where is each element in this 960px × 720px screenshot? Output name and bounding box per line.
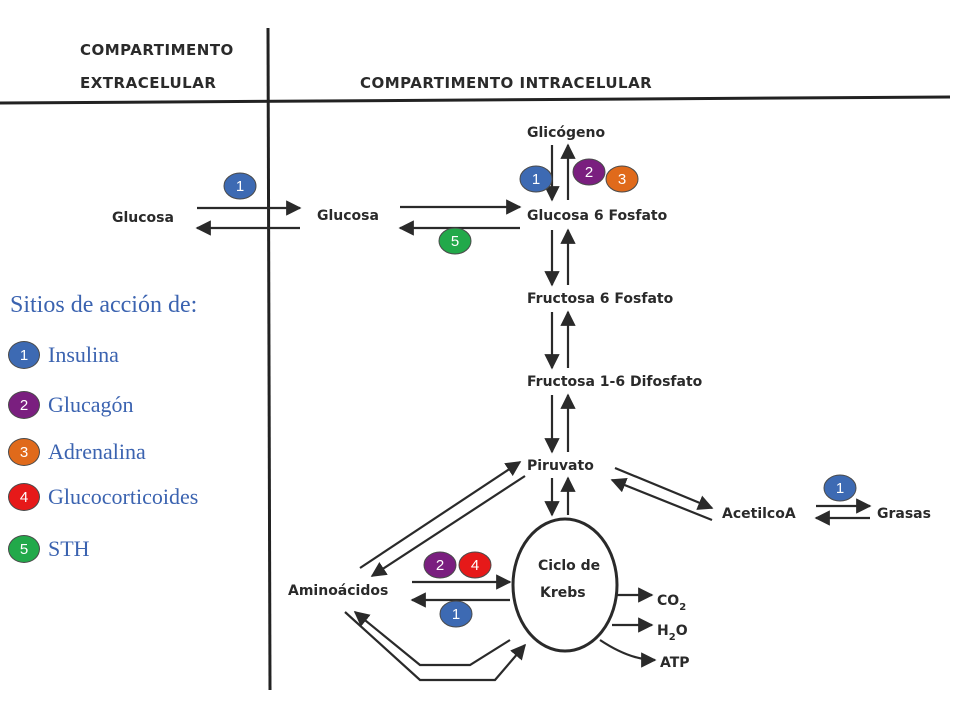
badge-amino-glucocorticoides: 4 [458,551,492,579]
legend-badge-5: 5 [8,535,40,563]
header-extracellular-line2: EXTRACELULAR [80,74,216,92]
svg-text:3: 3 [618,171,626,188]
arrow-aminoacidos-loop-to-krebs [344,611,527,682]
legend-badge-2: 2 [8,391,40,419]
legend-badge-1: 1 [8,341,40,369]
legend-badge-4: 4 [8,483,40,511]
legend-label-glucocorticoides: Glucocorticoides [48,484,199,509]
node-fructosa-1-6-difosfato: Fructosa 1-6 Difosfato [527,374,703,390]
legend-label-sth: STH [48,536,90,561]
vertical-divider [266,27,272,691]
legend-item-glucocorticoides: 4 Glucocorticoides [8,482,198,512]
arrow-acetilcoa-to-piruvato [610,477,713,522]
svg-text:1: 1 [532,171,540,188]
badge-glycogen-insulina: 1 [519,165,553,193]
badge-acetilcoa-insulina: 1 [823,474,857,502]
krebs-label-line1: Ciclo de [538,558,600,574]
badge-glycogen-adrenalina: 3 [605,165,639,193]
badge-amino-insulina: 1 [439,600,473,628]
arrow-piruvato-to-acetilcoa [614,466,714,510]
svg-text:1: 1 [452,606,460,623]
badge-glycogen-glucagon: 2 [572,158,606,186]
svg-text:1: 1 [236,178,244,195]
header-intracellular: COMPARTIMENTO INTRACELULAR [360,74,652,92]
badge-g6p-sth: 5 [438,227,472,255]
svg-text:2: 2 [585,164,593,181]
product-co2: CO2 [657,593,686,613]
legend-title: Sitios de acción de: [10,292,198,318]
arrow-aminoacidos-to-piruvato [359,461,522,569]
svg-text:4: 4 [471,557,479,574]
node-glicogeno: Glicógeno [527,125,605,141]
svg-text:5: 5 [451,233,459,250]
legend-item-glucagon: 2 Glucagón [8,390,134,420]
arrow-krebs-loop-to-aminoacidos [353,611,511,667]
krebs-cycle-circle [511,517,619,653]
node-glucosa-6-fosfato: Glucosa 6 Fosfato [527,208,668,224]
badge-amino-glucagon: 2 [423,551,457,579]
node-glucosa-intracelular: Glucosa [317,208,379,224]
node-piruvato: Piruvato [527,458,594,474]
legend-item-adrenalina: 3 Adrenalina [8,437,146,467]
node-aminoacidos: Aminoácidos [288,583,388,599]
node-glucosa-extracelular: Glucosa [112,210,174,226]
legend-badge-3: 3 [8,438,40,466]
horizontal-divider [0,95,951,105]
node-grasas: Grasas [877,506,931,522]
node-acetilcoa: AcetilcoA [722,506,796,522]
legend-label-insulina: Insulina [48,342,119,367]
krebs-label-line2: Krebs [540,585,586,601]
badge-glucose-transport-insulina: 1 [223,172,257,200]
product-h2o: H2O [657,623,688,643]
arrow-krebs-to-atp [599,639,657,668]
legend-label-glucagon: Glucagón [48,392,134,417]
node-fructosa-6-fosfato: Fructosa 6 Fosfato [527,291,674,307]
product-atp: ATP [660,655,690,671]
legend-item-insulina: 1 Insulina [8,340,119,370]
legend-item-sth: 5 STH [8,534,90,564]
arrow-piruvato-to-aminoacidos [370,475,526,577]
svg-text:2: 2 [436,557,444,574]
legend-label-adrenalina: Adrenalina [48,439,146,464]
svg-text:1: 1 [836,480,844,497]
header-extracellular-line1: COMPARTIMENTO [80,41,234,59]
